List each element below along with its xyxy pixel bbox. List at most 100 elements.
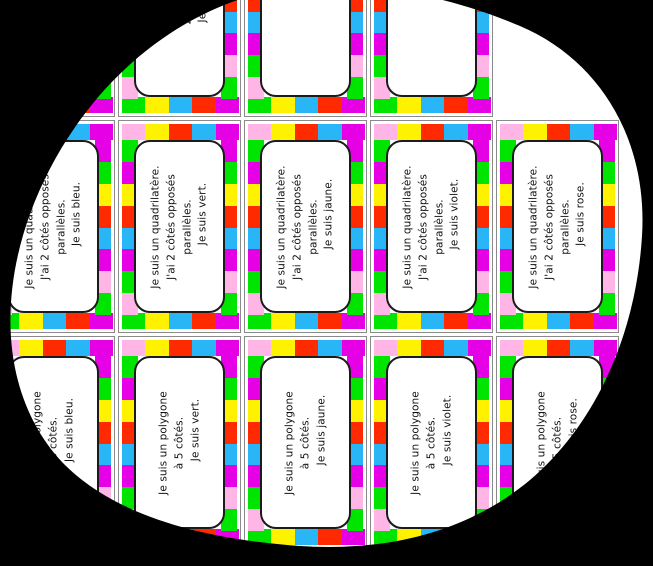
- frame-block-bottom: [192, 529, 216, 545]
- frame-block-bottom: [546, 313, 571, 329]
- frame-block-bottom: [192, 313, 216, 329]
- frame-block-bottom: [0, 313, 20, 329]
- card-frame: Je suis un quadrilatère.J'ai 2 côtés opp…: [0, 124, 113, 329]
- frame-block-bottom: [467, 529, 491, 545]
- frame-block-top: [318, 340, 342, 356]
- card-riddle-text: Je suis un quadrilatère.J'ai 2 côtés opp…: [274, 165, 337, 288]
- geometry-card[interactable]: Je suis un quadrilatère.J'ai 2 côtés opp…: [0, 120, 115, 333]
- frame-block-top: [42, 340, 67, 356]
- frame-block-bottom: [570, 313, 594, 329]
- card-text-line: parallèles.: [306, 198, 319, 255]
- card-riddle-text: Je suis un quadrilatère.J'ai 2 côtés opp…: [22, 165, 85, 288]
- card-frame: [248, 0, 365, 113]
- frame-block-top: [341, 340, 365, 356]
- card-text-line: Je suis bleu.: [70, 181, 83, 246]
- frame-block-bottom: [397, 97, 421, 113]
- frame-block-bottom: [66, 97, 90, 113]
- card-text-line: Je n': [196, 0, 209, 22]
- frame-block-bottom: [546, 529, 571, 545]
- frame-block-top: [374, 124, 398, 140]
- frame-block-bottom: [0, 97, 20, 113]
- frame-block-bottom: [19, 529, 43, 545]
- frame-block-top: [546, 124, 571, 140]
- frame-block-bottom: [294, 97, 319, 113]
- frame-block-bottom: [168, 97, 193, 113]
- frame-block-bottom: [145, 97, 169, 113]
- frame-block-bottom: [397, 313, 421, 329]
- frame-block-bottom: [294, 529, 319, 545]
- geometry-card[interactable]: [370, 0, 493, 117]
- frame-block-bottom: [374, 97, 398, 113]
- frame-block-top: [271, 124, 295, 140]
- frame-block-bottom: [248, 313, 272, 329]
- frame-block-bottom: [593, 529, 617, 545]
- card-riddle-text: Je suis un quadrilatère.J'ai 2 côtés opp…: [400, 165, 463, 288]
- frame-block-top: [500, 124, 524, 140]
- geometry-card[interactable]: Je suis un quadrilatère.J'ai 2 côtés opp…: [118, 120, 241, 333]
- geometry-card[interactable]: Je n: [0, 0, 115, 117]
- geometry-card[interactable]: Je suis un quadrilatère.J'ai 2 côtés opp…: [370, 120, 493, 333]
- frame-block-bottom: [341, 313, 365, 329]
- frame-block-bottom: [467, 313, 491, 329]
- frame-block-bottom: [374, 313, 398, 329]
- card-text-line: Je suis un polygone: [30, 390, 43, 495]
- card-text-line: 2 à 2: [180, 0, 193, 24]
- card-frame: Je suis un quadrilatère.J'ai 2 côtés opp…: [374, 124, 491, 329]
- frame-block-bottom: [294, 313, 319, 329]
- geometry-card[interactable]: [244, 0, 367, 117]
- frame-block-top: [397, 124, 421, 140]
- frame-block-top: [467, 124, 491, 140]
- card-text-line: Je suis un quadrilatère.: [275, 164, 287, 289]
- frame-block-top: [42, 124, 67, 140]
- frame-block-bottom: [19, 97, 43, 113]
- frame-block-top: [0, 340, 20, 356]
- card-frame: Je suis un quadrilatère.J'ai 2 côtés opp…: [122, 124, 239, 329]
- frame-block-top: [593, 124, 617, 140]
- card-text-line: parallèles.: [558, 198, 571, 255]
- frame-block-top: [122, 340, 146, 356]
- card-text-line: J'ai 2 côtés opposés: [164, 173, 177, 280]
- card-frame: Je n: [0, 0, 113, 113]
- frame-block-top: [19, 340, 43, 356]
- geometry-card[interactable]: Je suis un quadrilatère.J'ai 2 côtés opp…: [496, 120, 619, 333]
- frame-block-bottom: [215, 529, 239, 545]
- card-frame: Je suis un quadrilatère.J'ai 2 côtés opp…: [500, 124, 617, 329]
- frame-block-bottom: [318, 97, 342, 113]
- frame-block-bottom: [523, 313, 547, 329]
- frame-block-bottom: [145, 313, 169, 329]
- sheet-separator-band: [0, 549, 653, 566]
- card-text-line: Je suis vert.: [188, 398, 201, 461]
- frame-block-top: [546, 340, 571, 356]
- frame-block-top: [467, 340, 491, 356]
- frame-block-bottom: [341, 529, 365, 545]
- card-text-line: Je suis violet.: [440, 394, 453, 465]
- card-frame: [374, 0, 491, 113]
- geometry-card[interactable]: Je suis un quadrilatère.J'ai 2 côtés opp…: [244, 120, 367, 333]
- card-text-line: Je suis un quadrilatère.: [527, 164, 539, 289]
- frame-block-bottom: [66, 313, 90, 329]
- card-text-line: Je suis un polygone: [534, 390, 547, 495]
- frame-block-bottom: [523, 529, 547, 545]
- frame-block-bottom: [66, 529, 90, 545]
- frame-block-bottom: [42, 97, 67, 113]
- card-riddle-text: Je n: [46, 1, 62, 21]
- frame-block-bottom: [318, 313, 342, 329]
- card-frame: Je suis un quadrilatère.J'ai 2 côtés opp…: [248, 124, 365, 329]
- frame-block-top: [523, 340, 547, 356]
- card-text-line: Je n: [46, 0, 59, 21]
